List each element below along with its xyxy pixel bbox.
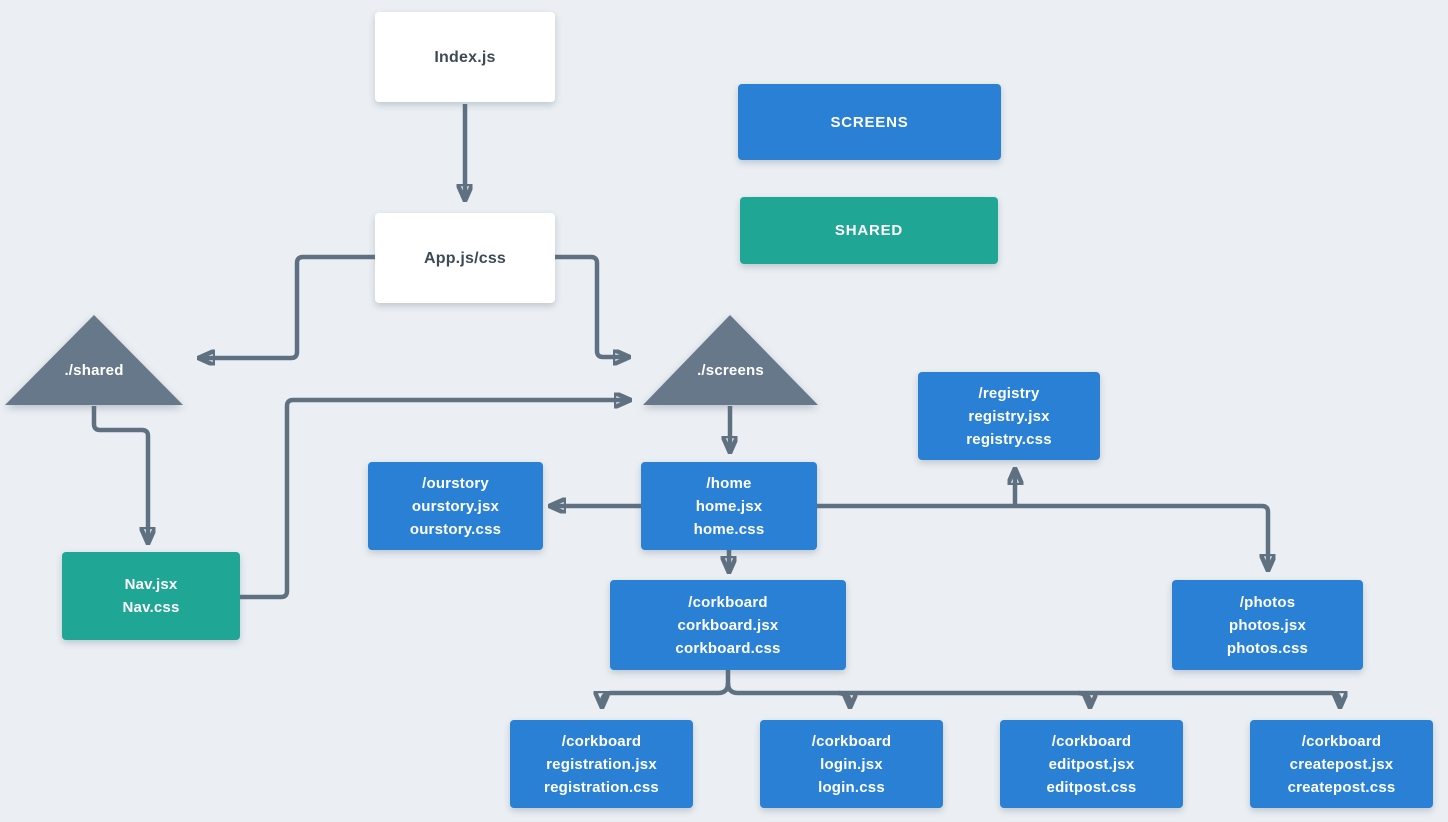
node-line: corkboard.jsx xyxy=(677,616,779,634)
connector-app-shared xyxy=(200,254,375,358)
node-line: /corkboard xyxy=(811,732,892,750)
node-line: /registry xyxy=(978,384,1040,402)
node-line: editpost.css xyxy=(1046,778,1137,796)
legend-screens-label: SCREENS xyxy=(830,113,909,131)
node-line: createpost.css xyxy=(1287,778,1396,796)
node-line: /corkboard xyxy=(561,732,642,750)
folder-shared-triangle: ./shared xyxy=(5,313,183,405)
node-line: Nav.jsx xyxy=(124,576,178,593)
node-app-js-css: App.js/css xyxy=(375,213,555,303)
connector-nav-screens xyxy=(240,400,629,600)
node-line: Nav.css xyxy=(122,599,180,616)
node-label: Index.js xyxy=(434,48,496,66)
legend-shared: SHARED xyxy=(740,197,998,264)
triangle-icon xyxy=(643,315,818,405)
node-line: registration.css xyxy=(544,778,659,796)
connector-home-photos xyxy=(817,503,1268,569)
node-registry: /registry registry.jsx registry.css xyxy=(918,372,1100,460)
connector-corkboard-login xyxy=(837,690,850,706)
connector-corkboard-registration xyxy=(602,682,731,706)
node-line: photos.jsx xyxy=(1228,616,1306,634)
node-line: /ourstory xyxy=(422,474,489,492)
node-line: home.jsx xyxy=(695,497,763,515)
node-corkboard-login: /corkboard login.jsx login.css xyxy=(760,720,943,808)
node-line: editpost.jsx xyxy=(1048,755,1135,773)
node-line: registry.jsx xyxy=(968,407,1050,425)
legend-shared-label: SHARED xyxy=(834,222,904,239)
node-corkboard-editpost: /corkboard editpost.jsx editpost.css xyxy=(1000,720,1183,808)
node-line: login.css xyxy=(818,778,885,796)
node-corkboard-registration: /corkboard registration.jsx registration.c… xyxy=(510,720,693,808)
node-line: login.jsx xyxy=(820,755,883,773)
connector-app-screens xyxy=(555,254,628,357)
node-label: App.js/css xyxy=(423,249,507,267)
node-line: ourstory.css xyxy=(409,520,502,538)
node-index-js: Index.js xyxy=(375,12,555,102)
folder-screens-label: ./screens xyxy=(697,362,764,379)
node-home: /home home.jsx home.css xyxy=(641,462,817,550)
node-corkboard: /corkboard corkboard.jsx corkboard.css xyxy=(610,580,846,670)
node-photos: /photos photos.jsx photos.css xyxy=(1172,580,1363,670)
node-ourstory: /ourstory ourstory.jsx ourstory.css xyxy=(368,462,543,550)
folder-screens-triangle: ./screens xyxy=(643,313,818,405)
node-line: photos.css xyxy=(1226,639,1309,657)
node-line: ourstory.jsx xyxy=(411,497,500,515)
node-line: createpost.jsx xyxy=(1289,755,1394,773)
node-line: registry.css xyxy=(966,430,1052,448)
connector-corkboard-editpost xyxy=(1077,690,1090,706)
node-line: /corkboard xyxy=(1301,732,1382,750)
node-line: /photos xyxy=(1239,593,1296,611)
node-line: corkboard.css xyxy=(675,639,781,657)
node-line: registration.jsx xyxy=(546,755,657,773)
node-line: /home xyxy=(706,474,752,492)
node-line: /corkboard xyxy=(1051,732,1132,750)
connector-shared-nav xyxy=(91,406,148,542)
connector-corkboard-createpost xyxy=(725,682,1340,706)
triangle-icon xyxy=(5,315,183,405)
folder-shared-label: ./shared xyxy=(64,362,124,379)
legend-screens: SCREENS xyxy=(738,84,1001,160)
node-line: /corkboard xyxy=(688,593,768,611)
node-line: home.css xyxy=(693,520,765,538)
node-corkboard-createpost: /corkboard createpost.jsx createpost.css xyxy=(1250,720,1433,808)
